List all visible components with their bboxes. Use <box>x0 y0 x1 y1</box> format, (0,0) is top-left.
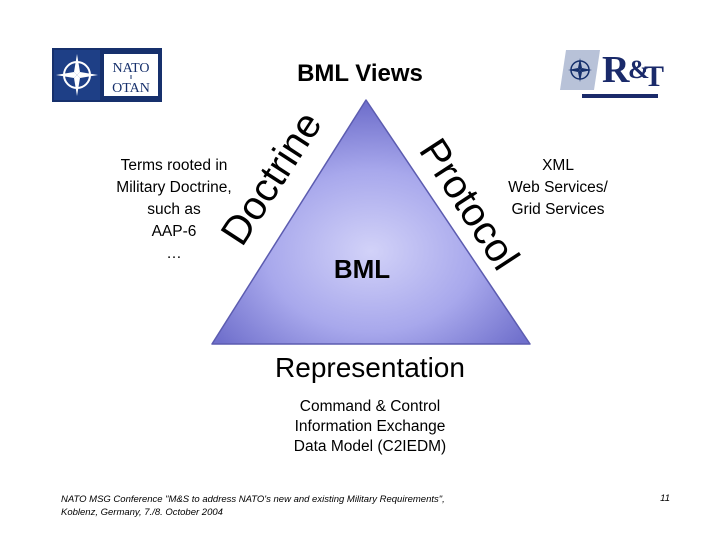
svg-text:R: R <box>602 49 630 91</box>
doctrine-description: Terms rooted in Military Doctrine, such … <box>96 155 252 265</box>
svg-text:T: T <box>644 60 664 93</box>
doctrine-description-line: AAP-6 <box>151 223 197 240</box>
nato-logo-line2: OTAN <box>112 81 150 96</box>
protocols-description: XML Web Services/ Grid Services <box>490 155 626 221</box>
representation-description: Command & Control Information Exchange D… <box>0 397 720 457</box>
doctrine-description-line: such as <box>147 201 201 218</box>
page-number: 11 <box>660 493 670 504</box>
doctrine-description-line: Military Doctrine, <box>116 179 232 196</box>
doctrine-description-line: … <box>166 245 182 262</box>
nato-logo: NATO OTAN <box>52 48 162 102</box>
protocols-description-line: Grid Services <box>511 201 605 218</box>
representation-description-line: Information Exchange <box>294 418 446 435</box>
footer-line: Koblenz, Germany, 7./8. October 2004 <box>61 507 223 518</box>
rt-logo: R & T <box>560 44 664 104</box>
representation-description-line: Command & Control <box>299 398 441 415</box>
representation-label: Representation <box>275 352 465 383</box>
protocols-description-line: XML <box>542 157 574 174</box>
nato-logo-line1: NATO <box>112 61 149 76</box>
page-title: BML Views <box>297 60 423 87</box>
protocols-description-line: Web Services/ <box>508 179 608 196</box>
triangle-center-label: BML <box>334 254 390 284</box>
representation-description-line: Data Model (C2IEDM) <box>293 438 447 455</box>
footer-citation: NATO MSG Conference "M&S to address NATO… <box>61 493 541 519</box>
footer-line: NATO MSG Conference "M&S to address NATO… <box>61 494 445 505</box>
svg-text:&: & <box>628 55 650 84</box>
doctrine-description-line: Terms rooted in <box>120 157 228 174</box>
triangle-shape <box>211 99 531 345</box>
